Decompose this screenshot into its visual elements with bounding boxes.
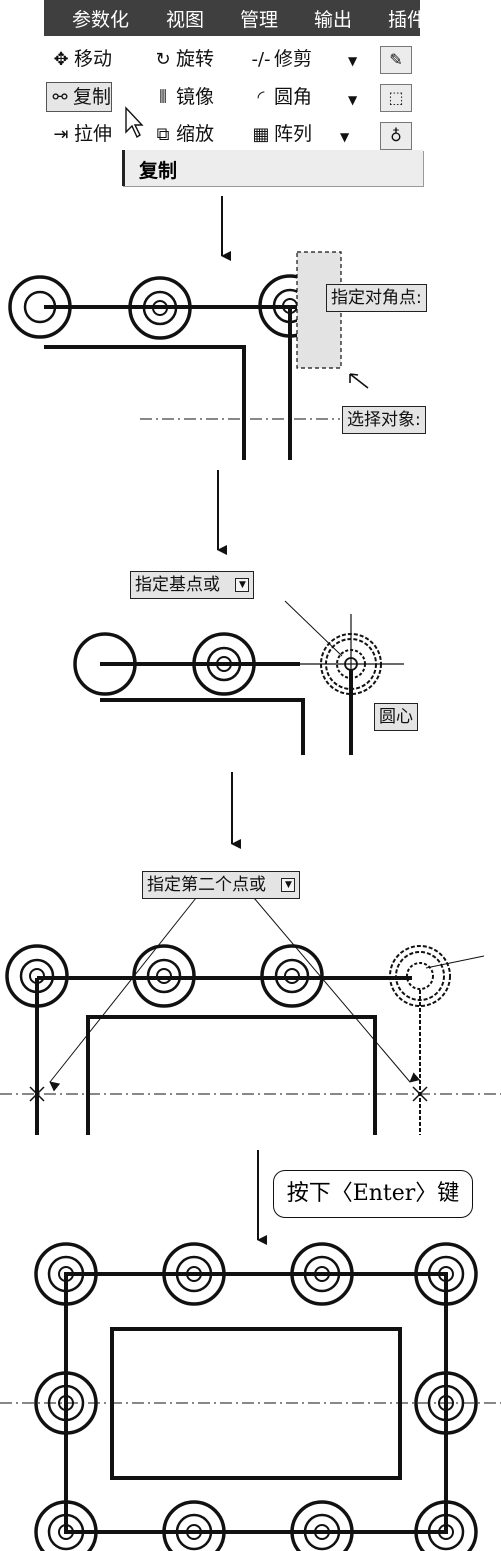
corner-prompt-tooltip: 指定对角点: [326, 284, 427, 312]
mouse-cursor-icon [125, 106, 144, 139]
tab-parametric[interactable]: 参数化 [72, 9, 130, 31]
array-button[interactable]: ▦阵列 [248, 120, 312, 148]
trim-button[interactable]: -/-修剪 [248, 45, 312, 73]
modify-panel: ✥移动 ↻旋转 -/-修剪 ▼ ✎ ⚯复制 ⫴ 镜像 ◜ 圆角 ▼ ⬚ ⇥拉伸 ⧉ 缩… [44, 36, 420, 150]
scale-button[interactable]: ⧉ 缩放 [150, 120, 214, 148]
options-dropdown-icon[interactable]: ▼ [281, 878, 296, 892]
pick-cursor-icon [349, 373, 369, 389]
enter-key-callout: 按下〈Enter〉键 [273, 1170, 473, 1218]
stretch-icon: ⇥ [53, 124, 69, 145]
trim-icon: -/- [251, 49, 271, 70]
scale-label: 缩放 [176, 123, 215, 145]
array-label: 阵列 [274, 123, 313, 145]
rotate-icon: ↻ [155, 49, 171, 70]
select-prompt-text: 选择对象: [347, 410, 421, 430]
base-prompt-tooltip: 指定基点或 ▼ [130, 571, 255, 599]
second-point-view [0, 897, 501, 1135]
ribbon-tab-bar: 参数化 视图 管理 输出 插件 [44, 0, 426, 36]
fillet-icon: ◜ [257, 87, 265, 108]
copy-icon: ⚯ [52, 87, 68, 108]
center-snap-text: 圆心 [379, 707, 413, 727]
flow-arrows [217, 196, 267, 1245]
fillet-button[interactable]: ◜ 圆角 [248, 83, 313, 111]
move-button[interactable]: ✥移动 [48, 45, 112, 73]
select-prompt-tooltip: 选择对象: [342, 406, 426, 434]
brush-icon[interactable]: ✎ [380, 46, 412, 74]
rotate-label: 旋转 [176, 48, 215, 70]
tab-output[interactable]: 输出 [314, 9, 353, 31]
stretch-button[interactable]: ⇥拉伸 [48, 120, 112, 148]
tab-view[interactable]: 视图 [166, 9, 205, 31]
tooltip-text: 复制 [139, 160, 178, 182]
select-objects-view [8, 251, 369, 460]
array-dropdown-icon[interactable]: ▼ [340, 130, 350, 144]
scale-icon: ⧉ [156, 124, 170, 145]
copy-button[interactable]: ⚯复制 [46, 82, 113, 112]
rotate-button[interactable]: ↻旋转 [150, 45, 214, 73]
base-point-view [73, 600, 404, 755]
trim-dropdown-icon[interactable]: ▼ [348, 54, 358, 68]
options-dropdown-icon[interactable]: ▼ [235, 578, 250, 592]
corner-prompt-text: 指定对角点: [331, 288, 422, 308]
solid-icon[interactable]: ⬚ [380, 84, 412, 112]
mirror-label: 镜像 [176, 86, 215, 108]
trim-label: 修剪 [274, 48, 313, 70]
fillet-dropdown-icon[interactable]: ▼ [348, 93, 358, 107]
stretch-label: 拉伸 [74, 123, 113, 145]
center-snap-tooltip: 圆心 [374, 703, 418, 731]
base-prompt-text: 指定基点或 [135, 575, 220, 595]
fillet-label: 圆角 [274, 86, 313, 108]
tab-plugins[interactable]: 插件 [388, 9, 427, 31]
copy-label: 复制 [73, 86, 112, 108]
array-icon: ▦ [252, 124, 270, 145]
move-icon: ✥ [53, 49, 69, 70]
mirror-button[interactable]: ⫴ 镜像 [150, 83, 214, 111]
enter-key-text: 按下〈Enter〉键 [286, 1181, 460, 1206]
mirror-icon: ⫴ [159, 87, 167, 108]
second-point-prompt-tooltip: 指定第二个点或 ▼ [142, 871, 301, 899]
copy-tooltip: 复制 [122, 150, 423, 186]
move-label: 移动 [74, 48, 113, 70]
second-point-prompt-text: 指定第二个点或 [147, 875, 266, 895]
final-result-view [0, 1242, 501, 1551]
join-icon[interactable]: ♁ [380, 122, 412, 150]
tab-manage[interactable]: 管理 [240, 9, 279, 31]
